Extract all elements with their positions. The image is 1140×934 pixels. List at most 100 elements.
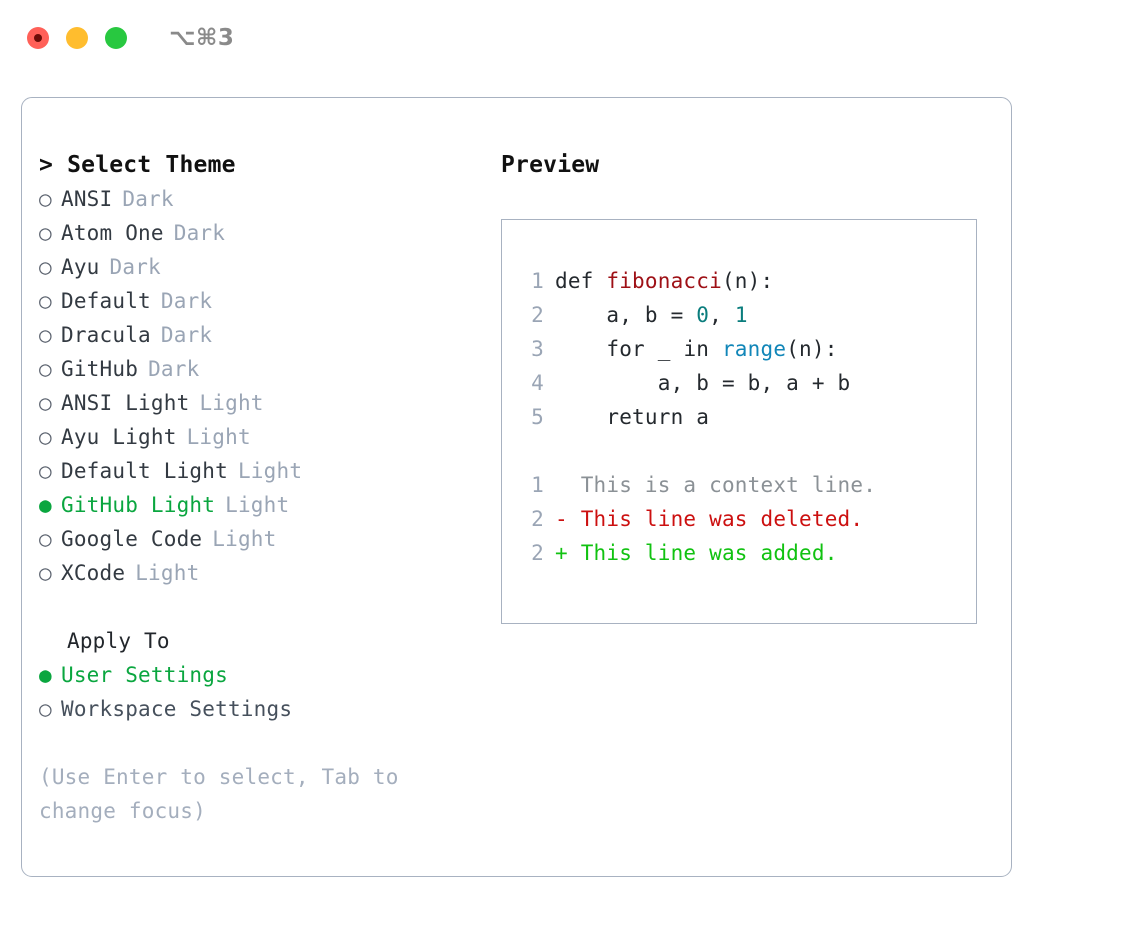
code-token-plain: a xyxy=(696,405,710,429)
code-token-kw: in xyxy=(683,337,722,361)
code-line-number: 1 xyxy=(531,269,544,293)
apply-to-section: Apply To ●User Settings○Workspace Settin… xyxy=(39,624,469,726)
theme-kind-badge: Dark xyxy=(160,289,213,313)
apply-to-option[interactable]: ○Workspace Settings xyxy=(39,692,469,726)
theme-kind-badge: Dark xyxy=(160,323,213,347)
code-line-number: 3 xyxy=(531,337,544,361)
theme-list-item[interactable]: ○ Atom One Dark xyxy=(39,216,469,250)
theme-name-label: GitHub xyxy=(61,357,139,381)
theme-name-label: Atom One xyxy=(61,221,164,245)
code-token-plain: a, b = b, a + b xyxy=(555,371,851,395)
theme-kind-badge: Light xyxy=(225,493,290,517)
code-token-plain: (n): xyxy=(786,337,838,361)
theme-list-item[interactable]: ○ ANSI Dark xyxy=(39,182,469,216)
radio-unselected-icon[interactable]: ○ xyxy=(39,289,52,313)
theme-kind-badge: Light xyxy=(186,425,251,449)
theme-name-label: Default Light xyxy=(61,459,228,483)
radio-unselected-icon[interactable]: ○ xyxy=(39,357,52,381)
code-line-number: 4 xyxy=(531,371,544,395)
theme-kind-badge: Light xyxy=(135,561,200,585)
code-token-num: 0 xyxy=(696,303,710,327)
code-line: 1 def fibonacci(n): xyxy=(518,264,976,298)
apply-to-header: Apply To xyxy=(67,629,170,653)
theme-name-label: ANSI Light xyxy=(61,391,190,415)
radio-unselected-icon[interactable]: ○ xyxy=(39,527,52,551)
theme-kind-badge: Light xyxy=(199,391,264,415)
code-token-plain: (n): xyxy=(721,269,774,293)
diff-line: 1 This is a context line. xyxy=(518,468,976,502)
radio-unselected-icon[interactable]: ○ xyxy=(39,221,52,245)
radio-unselected-icon[interactable]: ○ xyxy=(39,425,52,449)
minimize-button[interactable] xyxy=(66,27,88,49)
maximize-button[interactable] xyxy=(105,27,127,49)
diff-marker xyxy=(555,473,581,497)
theme-kind-badge: Light xyxy=(237,459,303,483)
code-line-text: a, b = 0, 1 xyxy=(555,298,748,332)
radio-unselected-icon[interactable]: ○ xyxy=(39,459,52,483)
code-token-plain: a, b = xyxy=(555,303,697,327)
diff-line-content: - This line was deleted. xyxy=(555,502,863,536)
theme-name-label: GitHub Light xyxy=(61,493,216,517)
theme-kind-badge: Light xyxy=(212,527,277,551)
code-token-kw: return xyxy=(555,405,697,429)
radio-unselected-icon[interactable]: ○ xyxy=(39,255,52,279)
close-icon xyxy=(34,34,42,42)
theme-list-item[interactable]: ○ XCode Light xyxy=(39,556,469,590)
theme-list-item[interactable]: ○ Default Light Light xyxy=(39,454,469,488)
code-token-num: 1 xyxy=(734,303,748,327)
code-token-kw: for xyxy=(555,337,658,361)
theme-name-label: XCode xyxy=(61,561,126,585)
diff-line-number: 2 xyxy=(531,541,544,565)
theme-kind-badge: Dark xyxy=(173,221,226,245)
diff-marker: + xyxy=(555,541,581,565)
theme-name-label: Default xyxy=(61,289,151,313)
code-token-plain: , xyxy=(709,303,735,327)
theme-list-item[interactable]: ○ Ayu Dark xyxy=(39,250,469,284)
theme-name-label: Ayu xyxy=(61,255,100,279)
radio-unselected-icon[interactable]: ○ xyxy=(39,697,52,721)
theme-list-item[interactable]: ○ Default Dark xyxy=(39,284,469,318)
radio-unselected-icon[interactable]: ○ xyxy=(39,323,52,347)
apply-to-option[interactable]: ●User Settings xyxy=(39,658,469,692)
radio-selected-icon[interactable]: ● xyxy=(39,493,52,517)
select-theme-header: > Select Theme xyxy=(39,152,236,178)
code-token-fn: fibonacci xyxy=(606,269,722,293)
radio-unselected-icon[interactable]: ○ xyxy=(39,561,52,585)
radio-unselected-icon[interactable]: ○ xyxy=(39,391,52,415)
diff-line: 2 + This line was added. xyxy=(518,536,976,570)
radio-selected-icon[interactable]: ● xyxy=(39,663,52,687)
code-line: 3 for _ in range(n): xyxy=(518,332,976,366)
code-line-number: 2 xyxy=(531,303,544,327)
apply-to-list[interactable]: ●User Settings○Workspace Settings xyxy=(39,658,469,726)
theme-kind-badge: Dark xyxy=(109,255,161,279)
diff-line-content: This is a context line. xyxy=(555,468,876,502)
code-line-text: for _ in range(n): xyxy=(555,332,838,366)
theme-name-label: Dracula xyxy=(61,323,151,347)
theme-list-item[interactable]: ○ Dracula Dark xyxy=(39,318,469,352)
theme-list-item[interactable]: ● GitHub Light Light xyxy=(39,488,469,522)
diff-marker: - xyxy=(555,507,581,531)
theme-list-item[interactable]: ○ Google Code Light xyxy=(39,522,469,556)
diff-line-number: 1 xyxy=(531,473,544,497)
diff-line: 2- This line was deleted. xyxy=(518,502,976,536)
diff-text: This is a context line. xyxy=(580,473,877,497)
theme-name-label: ANSI xyxy=(61,187,113,211)
theme-name-label: Google Code xyxy=(61,527,203,551)
code-token-plain: _ xyxy=(657,337,684,361)
diff-line-content: + This line was added. xyxy=(555,536,838,570)
diff-text: This line was added. xyxy=(580,541,838,565)
code-line-text: def fibonacci(n): xyxy=(555,264,773,298)
theme-list-item[interactable]: ○ ANSI Light Light xyxy=(39,386,469,420)
theme-kind-badge: Dark xyxy=(122,187,174,211)
close-button[interactable] xyxy=(27,27,49,49)
code-line: 5 return a xyxy=(518,400,976,434)
radio-unselected-icon[interactable]: ○ xyxy=(39,187,52,211)
